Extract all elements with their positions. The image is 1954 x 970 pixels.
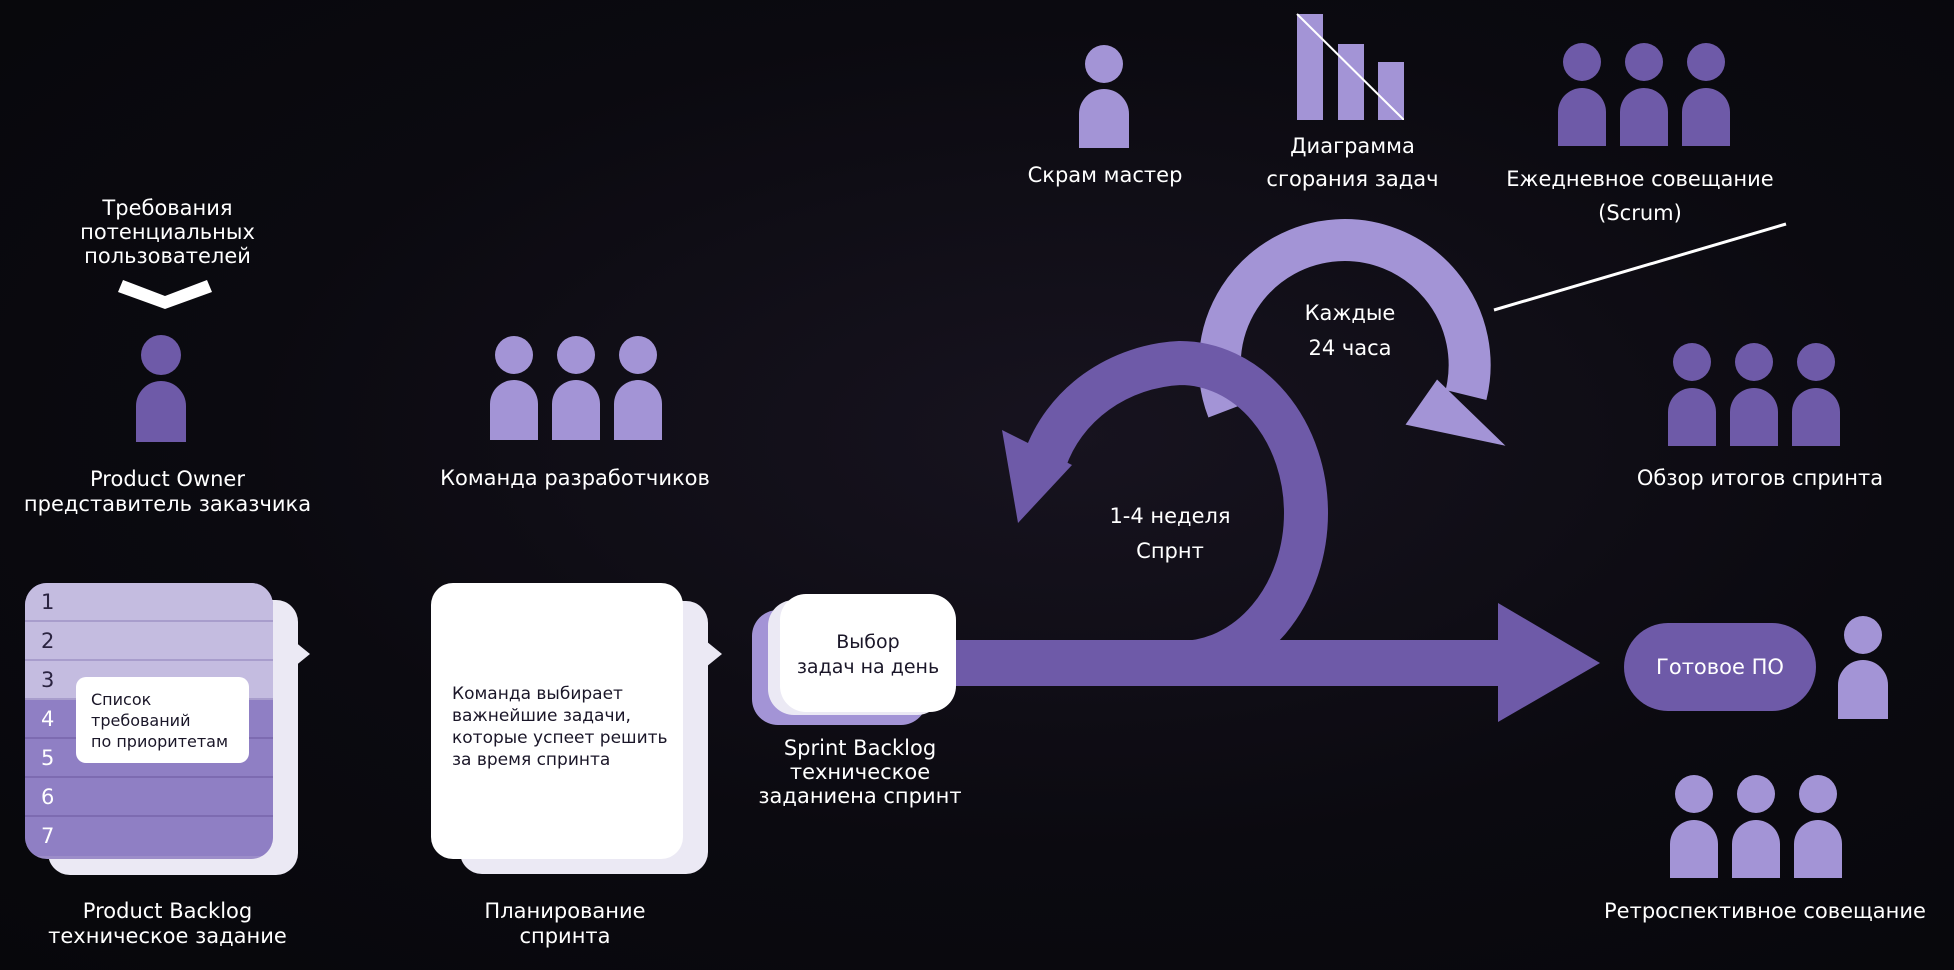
retro-label: Ретроспективное совещание: [1604, 899, 1926, 923]
backlog-row: 1: [25, 583, 273, 622]
daily-cycle-label: Каждые 24 часа: [1304, 301, 1396, 360]
product-owner-label: Product Owner представитель заказчика: [23, 467, 312, 516]
product-backlog-label: Product Backlog техническое задание: [48, 899, 287, 948]
chevron-down-icon: [118, 280, 212, 309]
group-icon: [490, 336, 662, 440]
daily-cycle-arrow: [1198, 219, 1506, 446]
requirements-label: Требования потенциальных пользователей: [80, 196, 255, 268]
backlog-row: 7: [25, 817, 273, 856]
pointer-line: [1493, 222, 1787, 312]
person-icon: [1079, 45, 1129, 148]
pointer-notch: [706, 641, 722, 667]
group-icon: [1670, 775, 1842, 878]
backlog-note-card: Список требований по приоритетам: [76, 677, 249, 763]
backlog-row: 2: [25, 622, 273, 661]
sprint-review-label: Обзор итогов спринта: [1636, 466, 1884, 490]
person-icon: [1838, 616, 1888, 719]
sprint-cycle-arrow: [940, 340, 1328, 685]
daily-meeting-label: Ежедневное совещание (Scrum): [1506, 167, 1774, 225]
burndown-chart-icon: [1296, 13, 1404, 120]
sprint-backlog-card: Выбор задач на день: [780, 594, 956, 712]
sprint-cycle-label: 1-4 неделя Спрнт: [1109, 504, 1231, 563]
sprint-backlog-label: Sprint Backlog техническое заданиена спр…: [758, 736, 962, 808]
done-badge: Готовое ПО: [1624, 623, 1816, 711]
dev-team-label: Команда разработчиков: [440, 466, 710, 490]
person-icon: [136, 335, 186, 442]
group-icon: [1558, 43, 1730, 146]
burndown-label: Диаграмма сгорания задач: [1266, 134, 1439, 191]
pointer-notch: [294, 641, 310, 667]
backlog-row: 6: [25, 778, 273, 817]
sprint-planning-card: Команда выбирает важнейшие задачи, котор…: [431, 583, 683, 859]
sprint-planning-label: Планирование спринта: [484, 899, 646, 948]
product-backlog-list: 1 2 3 4 5 6 7: [25, 583, 273, 859]
scrum-master-label: Скрам мастер: [1027, 163, 1183, 187]
group-icon: [1668, 343, 1840, 446]
